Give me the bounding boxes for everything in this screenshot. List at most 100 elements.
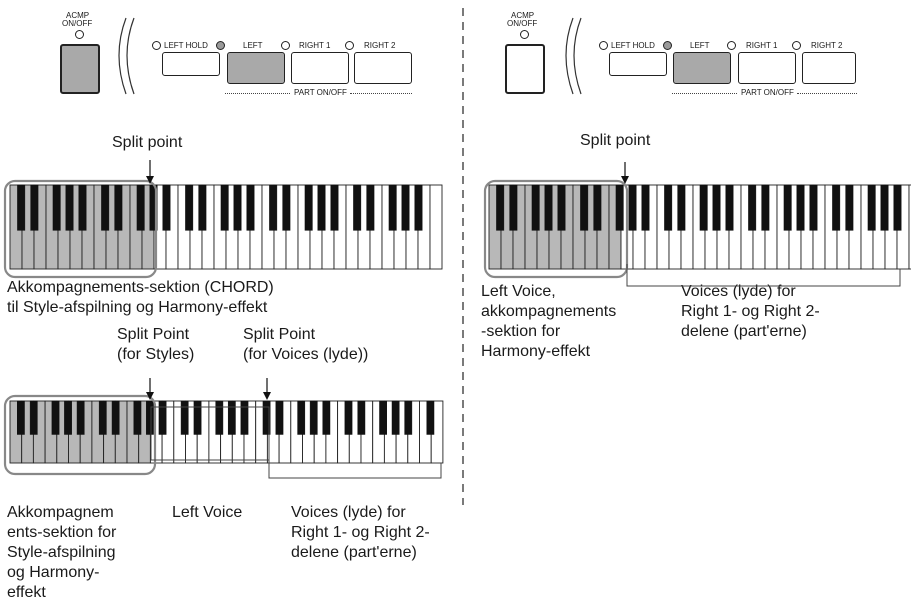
voices-label-2a: Voices (lyde) for <box>681 283 796 300</box>
left-hold-button-2[interactable] <box>609 52 667 76</box>
left-hold-button[interactable] <box>162 52 220 76</box>
kb1-black-key <box>198 184 207 231</box>
left-hold-led-2 <box>599 41 608 50</box>
split-arrow-styles-head <box>146 392 154 400</box>
kb2-black-key <box>215 400 224 435</box>
kb1-black-key <box>414 184 423 231</box>
acc-label-2: ents-sektion for <box>7 524 117 541</box>
part-dots-left-2 <box>672 93 737 94</box>
kb2-black-key <box>76 400 85 435</box>
acmp-button-2[interactable] <box>505 44 545 94</box>
kb3-black-key <box>809 184 818 231</box>
kb1-white-key <box>429 184 443 270</box>
acc-label-1: Akkompagnem <box>7 504 114 521</box>
left-led-2 <box>663 41 672 50</box>
kb2-black-key <box>379 400 387 435</box>
kb1-black-key <box>185 184 194 231</box>
kb3-black-key <box>628 184 637 231</box>
kb3-black-key <box>893 184 902 231</box>
kb1-black-key <box>17 184 26 231</box>
kb3-black-key <box>677 184 686 231</box>
left-hold-label: LEFT HOLD <box>164 41 208 50</box>
kb2-black-key <box>297 400 306 435</box>
kb1-black-key <box>317 184 326 231</box>
left-voice-label-2a: Left Voice, <box>481 283 556 300</box>
kb2-black-key <box>227 400 236 435</box>
left-led <box>216 41 225 50</box>
right1-led-2 <box>727 41 736 50</box>
right1-button[interactable] <box>291 52 349 84</box>
left-button-2[interactable] <box>673 52 731 84</box>
kb3-black-key <box>832 184 841 231</box>
right2-led <box>345 41 354 50</box>
voices-label-2: Right 1- og Right 2- <box>291 524 430 541</box>
kb3-black-key <box>712 184 721 231</box>
kb1-black-key <box>78 184 87 231</box>
kb3-black-key <box>496 184 505 231</box>
left-hold-label-2: LEFT HOLD <box>611 41 655 50</box>
kb3-black-key <box>867 184 876 231</box>
kb3-black-key <box>615 184 624 231</box>
kb1-black-key <box>233 184 242 231</box>
kb2-black-key <box>133 400 142 435</box>
part-dots-left <box>225 93 290 94</box>
acc-zone-box <box>3 179 158 279</box>
kb3-black-key <box>509 184 518 231</box>
kb2-black-key <box>17 400 25 435</box>
left-voice-label: Left Voice <box>172 504 243 521</box>
part-dots-right <box>350 93 412 94</box>
split-point-label-2: Split point <box>580 132 651 149</box>
voices-label-3: delene (part'erne) <box>291 544 417 561</box>
chord-section-label-1: Akkompagnements-sektion (CHORD) <box>7 279 274 296</box>
kb1-black-key <box>65 184 74 231</box>
kb2-black-key <box>404 400 413 435</box>
chord-section-label-2: til Style-afspilning og Harmony-effekt <box>7 299 268 316</box>
part-dots-right-2 <box>797 93 857 94</box>
kb3-black-key <box>531 184 540 231</box>
right1-button-2[interactable] <box>738 52 796 84</box>
kb2-black-key <box>111 400 120 435</box>
split-arrow-head <box>146 176 154 184</box>
kb3-white-key <box>908 184 911 270</box>
kb2-black-key <box>357 400 366 435</box>
kb1-black-key <box>114 184 123 231</box>
kb2-black-key <box>51 400 60 435</box>
left-button[interactable] <box>227 52 285 84</box>
split-arrow-voices-head <box>263 392 271 400</box>
left-voice-label-2c: -sektion for <box>481 323 561 340</box>
kb1-black-key <box>330 184 339 231</box>
left-hold-led <box>152 41 161 50</box>
left-voice-zone-box <box>483 179 629 279</box>
kb2-black-key <box>344 400 353 435</box>
acmp-label: ACMP <box>66 11 90 20</box>
kb1-black-key <box>353 184 362 231</box>
right1-label: RIGHT 1 <box>299 41 331 50</box>
kb3-black-key <box>593 184 602 231</box>
right1-led <box>281 41 290 50</box>
kb2-black-key <box>309 400 318 435</box>
acmp-led <box>75 30 84 39</box>
kb3-black-key <box>699 184 708 231</box>
kb2-black-key <box>193 400 202 435</box>
right2-button-2[interactable] <box>802 52 856 84</box>
kb3-black-key <box>796 184 805 231</box>
kb3-black-key <box>748 184 757 231</box>
right2-button[interactable] <box>354 52 412 84</box>
kb1-black-key <box>162 184 171 231</box>
acmp-led-2 <box>520 30 529 39</box>
acc-label-5: effekt <box>7 584 46 601</box>
kb3-black-key <box>544 184 553 231</box>
kb2-black-key <box>146 400 154 435</box>
left-voice-bracket <box>150 406 270 461</box>
kb1-black-key <box>388 184 397 231</box>
voices-label-1: Voices (lyde) for <box>291 504 406 521</box>
kb3-black-key <box>557 184 566 231</box>
kb2-black-key <box>240 400 249 435</box>
kb2-black-key <box>275 400 284 435</box>
acmp-label-2: ACMP <box>511 11 535 20</box>
kb1-black-key <box>30 184 39 231</box>
acc-label-3: Style-afspilning <box>7 544 116 561</box>
acmp-button[interactable] <box>60 44 100 94</box>
kb3-black-key <box>880 184 889 231</box>
